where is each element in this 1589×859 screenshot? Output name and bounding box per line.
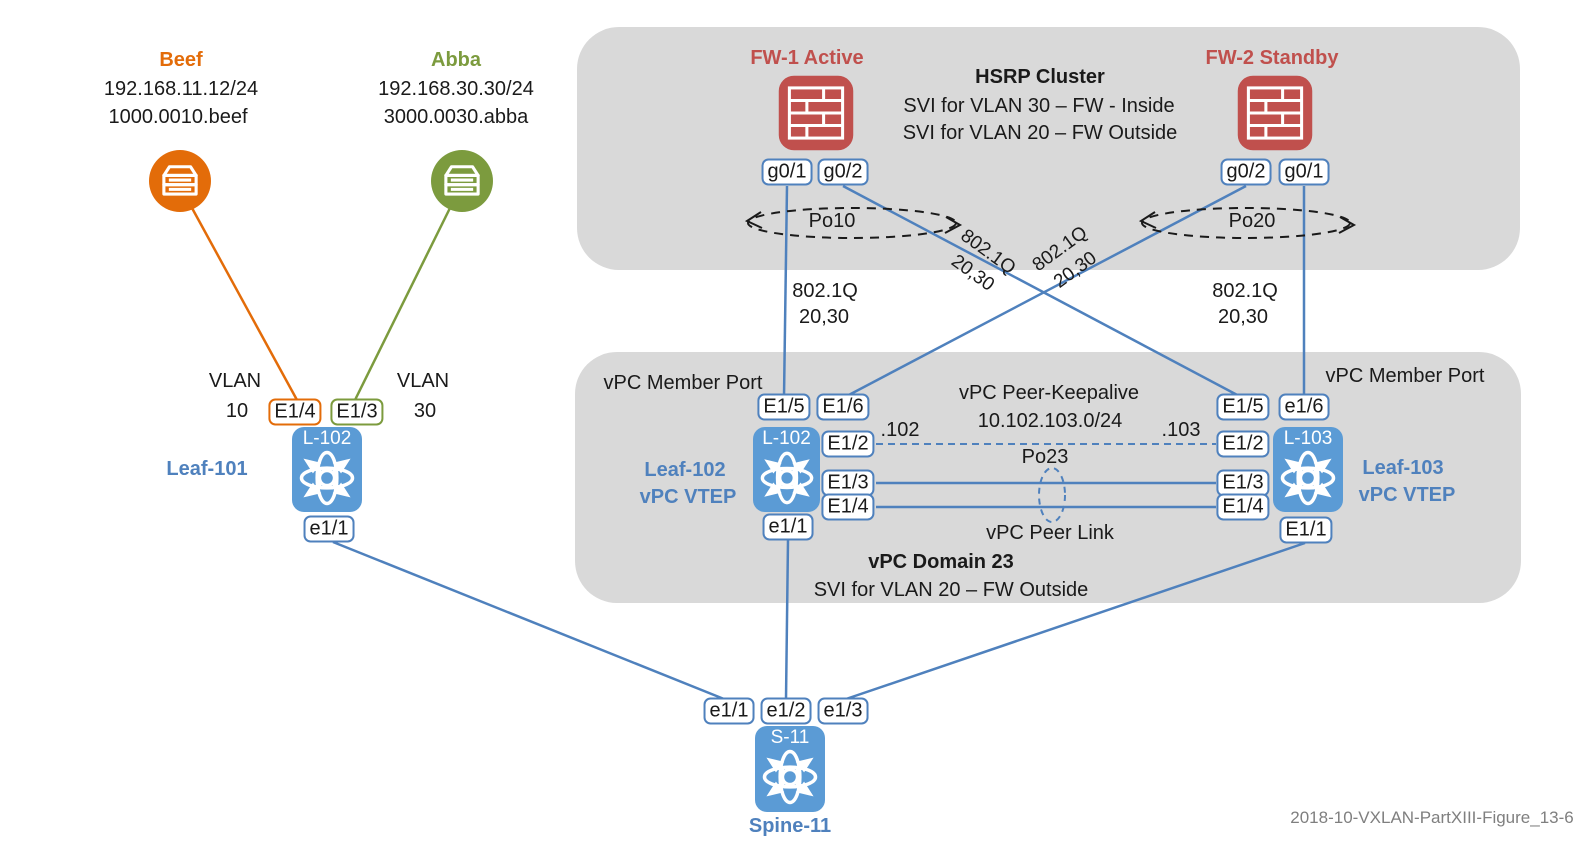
- firewall-cluster-box: [577, 27, 1520, 270]
- leaf101-port-e13: E1/3: [330, 398, 384, 426]
- host-abba-name: Abba: [431, 49, 481, 71]
- vpc-keepalive-subnet: 10.102.103.0/24: [977, 410, 1123, 432]
- keepalive-octet-102: .102: [880, 419, 920, 441]
- leaf103-name: Leaf-103: [1362, 457, 1444, 479]
- link-beef-leaf101: [190, 207, 299, 401]
- leaf103-port-e16: e1/6: [1278, 393, 1330, 421]
- server-icon: [162, 165, 198, 196]
- link-leaf102-spine: [784, 539, 790, 700]
- hsrp-line1: SVI for VLAN 30 – FW - Inside: [903, 95, 1175, 117]
- po10-arrow-left: [744, 211, 763, 229]
- vpc-svi-label: SVI for VLAN 20 – FW Outside: [813, 579, 1089, 601]
- keepalive-octet-103: .103: [1161, 419, 1201, 441]
- leaf101-port-e14: E1/4: [268, 398, 322, 426]
- host-abba-ip: 192.168.30.30/24: [378, 78, 534, 100]
- leaf102-port-e14: E1/4: [821, 493, 875, 521]
- leaf103-port-e12: E1/2: [1216, 430, 1270, 458]
- vpc-keepalive-label: vPC Peer-Keepalive: [958, 382, 1140, 404]
- hsrp-line2: SVI for VLAN 20 – FW Outside: [902, 122, 1178, 144]
- po10-label: Po10: [808, 210, 856, 232]
- hsrp-title: HSRP Cluster: [975, 66, 1105, 88]
- link-leaf103-spine: [845, 541, 1306, 701]
- leaf102-port-e12: E1/2: [821, 430, 875, 458]
- leaf102-member-port-label: vPC Member Port: [603, 372, 763, 394]
- spine-node: S-11: [755, 726, 825, 812]
- fw2-port-g01: g0/1: [1278, 158, 1330, 186]
- server-icon: [444, 165, 480, 196]
- fw2-port-g02: g0/2: [1220, 158, 1272, 186]
- leaf102-port-e16: E1/6: [816, 393, 870, 421]
- link-fw1-g02-leaf103-e15: [842, 184, 1242, 399]
- figure-caption: 2018-10-VXLAN-PartXIII-Figure_13-6: [1290, 808, 1574, 827]
- po23-loop: [1038, 467, 1066, 523]
- host-beef-ip: 192.168.11.12/24: [103, 78, 259, 100]
- vlan10-label-a: VLAN: [208, 370, 262, 392]
- vlan10-label-b: 10: [225, 400, 249, 422]
- host-beef-name: Beef: [159, 49, 203, 71]
- host-abba-node: [431, 150, 493, 212]
- leaf103-member-port-label: vPC Member Port: [1325, 365, 1485, 387]
- switch-icon: [762, 749, 818, 805]
- fw2-title: FW-2 Standby: [1205, 47, 1339, 69]
- fw1-port-g02: g0/2: [817, 158, 869, 186]
- vlan30-label-b: 30: [413, 400, 437, 422]
- vpc-peer-link-label: vPC Peer Link: [986, 522, 1114, 544]
- leaf101-node: L-102: [292, 427, 362, 512]
- trunk-left-b: 20,30: [798, 306, 850, 328]
- leaf102-port-e11: e1/1: [762, 513, 814, 541]
- spine-port-e12: e1/2: [760, 697, 812, 725]
- leaf103-port-e15: E1/5: [1216, 393, 1270, 421]
- fw1-port-g01: g0/1: [761, 158, 813, 186]
- leaf102-port-e15: E1/5: [757, 393, 811, 421]
- leaf102-port-e13: E1/3: [821, 469, 875, 497]
- trunk-left-a: 802.1Q: [792, 280, 858, 302]
- leaf102-role: vPC VTEP: [639, 486, 737, 508]
- host-beef-mac: 1000.0010.beef: [108, 106, 248, 128]
- vpc-domain-label: vPC Domain 23: [868, 551, 1014, 573]
- switch-icon: [299, 450, 355, 506]
- link-leaf101-spine: [332, 540, 725, 701]
- fw1-title: FW-1 Active: [750, 47, 864, 69]
- po20-arrow-left: [1138, 211, 1157, 229]
- link-fw1-g01-leaf102-e15: [782, 185, 789, 398]
- fw2-node: [1237, 75, 1313, 156]
- leaf103-port-e14: E1/4: [1216, 493, 1270, 521]
- po20-arrow-right: [1338, 216, 1357, 234]
- spine-name: Spine-11: [748, 815, 832, 837]
- spine-port-e13: e1/3: [817, 697, 869, 725]
- leaf103-port-e13: E1/3: [1216, 469, 1270, 497]
- leaf103-role: vPC VTEP: [1358, 484, 1456, 506]
- spine-icon-tag: S-11: [770, 727, 810, 748]
- spine-port-e11: e1/1: [703, 697, 755, 725]
- leaf102-icon-tag: L-102: [762, 428, 811, 449]
- vpc-domain-box: [575, 352, 1521, 603]
- po10-arrow-right: [944, 216, 963, 234]
- leaf101-port-e11: e1/1: [303, 515, 355, 543]
- link-fw2-g02-leaf102-e16: [844, 184, 1247, 399]
- trunk-right-b: 20,30: [1217, 306, 1269, 328]
- trunk-right-a: 802.1Q: [1212, 280, 1278, 302]
- switch-icon: [760, 451, 813, 505]
- leaf102-node: L-102: [753, 427, 820, 512]
- firewall-icon: [778, 75, 854, 151]
- switch-icon: [1280, 450, 1336, 506]
- host-beef-node: [149, 150, 211, 212]
- fw1-node: [778, 75, 854, 156]
- firewall-icon: [1237, 75, 1313, 151]
- leaf102-name: Leaf-102: [644, 459, 726, 481]
- link-abba-leaf101: [353, 207, 452, 401]
- leaf101-icon-tag: L-102: [302, 428, 352, 449]
- vlan30-label-a: VLAN: [396, 370, 450, 392]
- host-abba-mac: 3000.0030.abba: [383, 106, 529, 128]
- leaf103-icon-tag: L-103: [1283, 428, 1333, 449]
- leaf103-node: L-103: [1273, 427, 1343, 512]
- leaf103-port-e11: E1/1: [1279, 516, 1333, 544]
- leaf101-name: Leaf-101: [166, 458, 248, 480]
- po23-label: Po23: [1021, 446, 1069, 468]
- po20-label: Po20: [1228, 210, 1276, 232]
